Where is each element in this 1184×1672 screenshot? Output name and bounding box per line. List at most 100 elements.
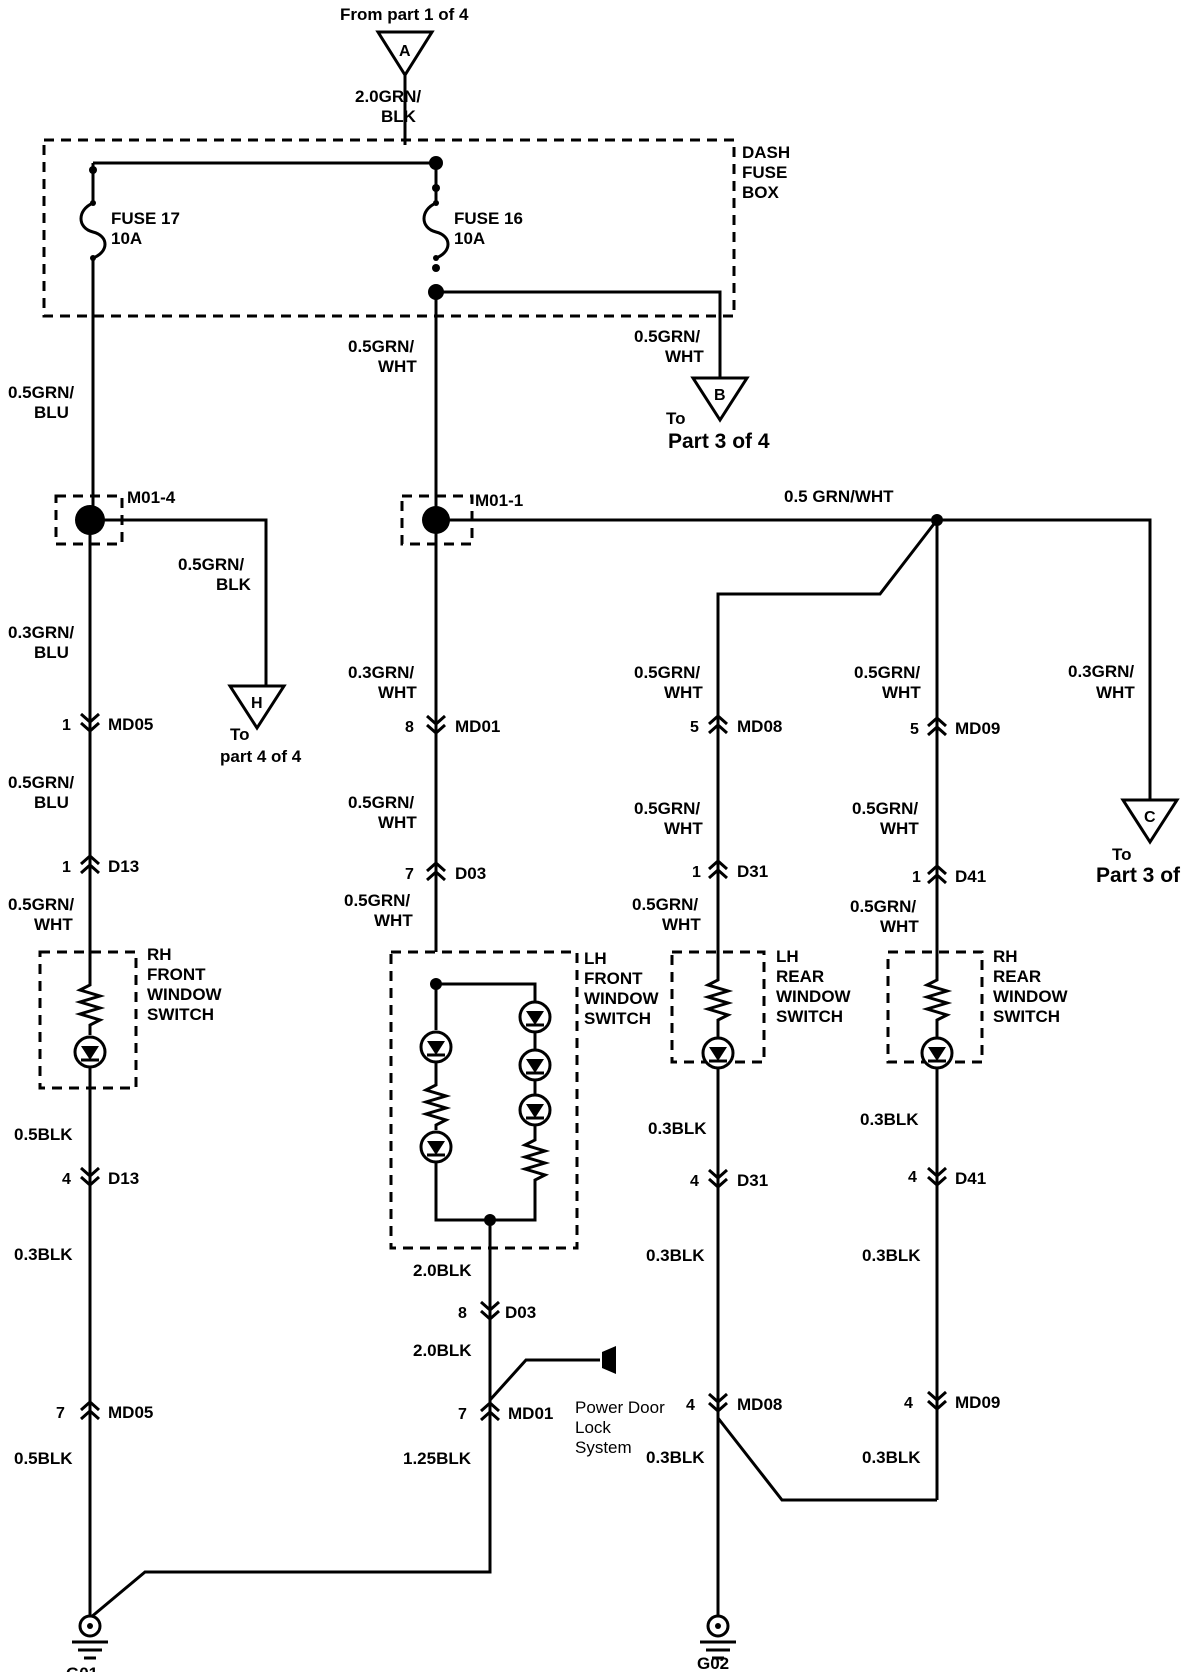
wire-label-c4-c-1: 0.5GRN/: [850, 897, 916, 916]
splice-m01-1-label: M01-1: [475, 491, 523, 510]
pin-d03-top: 7: [405, 866, 414, 883]
fuse-box-label-fuse: FUSE: [742, 163, 787, 182]
wire-label-c2-b-2: WHT: [378, 813, 417, 832]
lh-front-switch-circuit: [419, 978, 552, 1226]
fuse-box-label-box: BOX: [742, 183, 780, 202]
pin-md05-bot: 7: [56, 1405, 65, 1422]
lh-rear-resistor: [702, 954, 734, 1038]
pin-md01-bot: 7: [458, 1406, 467, 1423]
wire-label-c1-b-2: BLU: [34, 793, 69, 812]
lh-rear-led-icon: [701, 1036, 735, 1070]
connector-d13-top: D13: [108, 857, 139, 876]
wire-label-input-1: 2.0GRN/: [355, 87, 421, 106]
wire-label-c2-b-1: 0.5GRN/: [348, 793, 414, 812]
pin-d41-top: 1: [912, 869, 921, 886]
wire-label-c4-d: 0.3BLK: [860, 1110, 919, 1129]
fuse-17-name: FUSE 17: [111, 209, 180, 228]
wire-label-c2-e: 2.0BLK: [413, 1341, 472, 1360]
wire-col2-to-g01: [89, 1420, 492, 1620]
wire-label-c1-e: 0.3BLK: [14, 1245, 73, 1264]
wire-label-c1-f: 0.5BLK: [14, 1449, 73, 1468]
pin-d41-bot: 4: [908, 1169, 917, 1186]
rh-front-label-4: SWITCH: [147, 1005, 214, 1024]
pin-md01-top: 8: [405, 719, 414, 736]
wire-label-c3-c-2: WHT: [662, 915, 701, 934]
rh-rear-label-1: RH: [993, 947, 1018, 966]
connector-md05-top: MD05: [108, 715, 153, 734]
connector-md01-bot: MD01: [508, 1404, 553, 1423]
wire-label-c2-f: 1.25BLK: [403, 1449, 472, 1468]
connector-md08-top: MD08: [737, 717, 782, 736]
wire-to-b: [436, 290, 722, 378]
wire-label-c3-f: 0.3BLK: [646, 1448, 705, 1467]
ground-g02-label: G02: [697, 1654, 729, 1672]
wire-label-c1-top-2: BLU: [34, 403, 69, 422]
fuse-17-rating: 10A: [111, 229, 142, 248]
wire-label-c2-top-2: WHT: [378, 357, 417, 376]
connector-md05-bot: MD05: [108, 1403, 153, 1422]
wire-label-h-2: BLK: [216, 575, 252, 594]
wire-label-c1-d: 0.5BLK: [14, 1125, 73, 1144]
pin-md09-top: 5: [910, 721, 919, 738]
wire-label-c1-a-1: 0.3GRN/: [8, 623, 74, 642]
connector-b-letter: B: [714, 387, 726, 404]
ground-g01-label: G01: [66, 1664, 98, 1672]
rh-front-switch-outline: [38, 950, 138, 1090]
wire-label-c5-1: 0.3GRN/: [1068, 662, 1134, 681]
wire-label-c4-a-2: WHT: [882, 683, 921, 702]
wire-label-c4-a-1: 0.5GRN/: [854, 663, 920, 682]
wire-label-c3-d: 0.3BLK: [648, 1119, 707, 1138]
connector-d31-top: D31: [737, 862, 768, 881]
wire-label-c4-b-2: WHT: [880, 819, 919, 838]
connector-d03-bot: D03: [505, 1303, 536, 1322]
from-part-1-label: From part 1 of 4: [340, 5, 469, 24]
rh-rear-label-3: WINDOW: [993, 987, 1069, 1006]
wire-label-c1-c-2: WHT: [34, 915, 73, 934]
connector-a-letter: A: [399, 43, 411, 60]
connector-c-letter: C: [1144, 809, 1156, 826]
pin-md08-bot: 4: [686, 1397, 695, 1414]
pin-d13-top: 1: [62, 859, 71, 876]
power-door-lock-label-3: System: [575, 1438, 632, 1457]
rh-front-led-icon: [73, 1035, 107, 1069]
wire-label-b-2: WHT: [665, 347, 704, 366]
connector-d41-top: D41: [955, 867, 986, 886]
connector-b-dest: Part 3 of 4: [668, 430, 770, 453]
wire-label-c2-a-2: WHT: [378, 683, 417, 702]
pin-md09-bot: 4: [904, 1395, 913, 1412]
wire-label-c5-2: WHT: [1096, 683, 1135, 702]
ground-g02-icon: [700, 1614, 736, 1660]
rh-rear-resistor: [921, 954, 953, 1038]
connector-c-dest: Part 3 of 4: [1096, 864, 1184, 887]
wire-to-h: [90, 518, 268, 686]
power-door-lock-arrow-icon: [602, 1346, 616, 1374]
fuse-box-label-dash: DASH: [742, 143, 790, 162]
connector-h-to: To: [230, 725, 250, 744]
wire-label-c2-a-1: 0.3GRN/: [348, 663, 414, 682]
pin-d13-bot: 4: [62, 1171, 71, 1188]
pin-d03-bot: 8: [458, 1305, 467, 1322]
fuse-16-rating: 10A: [454, 229, 485, 248]
rh-front-resistor: [74, 952, 106, 1035]
wire-label-c2-c-2: WHT: [374, 911, 413, 930]
dash-fuse-box-outline: [42, 138, 736, 318]
lh-front-label-1: LH: [584, 949, 607, 968]
wire-to-power-door-lock: [488, 1358, 600, 1402]
wire-label-c3-c-1: 0.5GRN/: [632, 895, 698, 914]
wire-label-c3-b-2: WHT: [664, 819, 703, 838]
splice-m01-4-label: M01-4: [127, 488, 176, 507]
wire-label-c3-a-1: 0.5GRN/: [634, 663, 700, 682]
wire-label-c1-b-1: 0.5GRN/: [8, 773, 74, 792]
connector-b-to: To: [666, 409, 686, 428]
wire-label-c2-c-1: 0.5GRN/: [344, 891, 410, 910]
connector-md08-bot: MD08: [737, 1395, 782, 1414]
lh-rear-label-1: LH: [776, 947, 799, 966]
pin-d31-bot: 4: [690, 1173, 699, 1190]
connector-h-dest: part 4 of 4: [220, 747, 302, 766]
connector-a: A: [375, 30, 435, 78]
wire-bus-to-c: [436, 518, 1152, 800]
rh-rear-led-icon: [920, 1036, 954, 1070]
connector-h: H: [227, 684, 287, 731]
connector-d31-bot: D31: [737, 1171, 768, 1190]
